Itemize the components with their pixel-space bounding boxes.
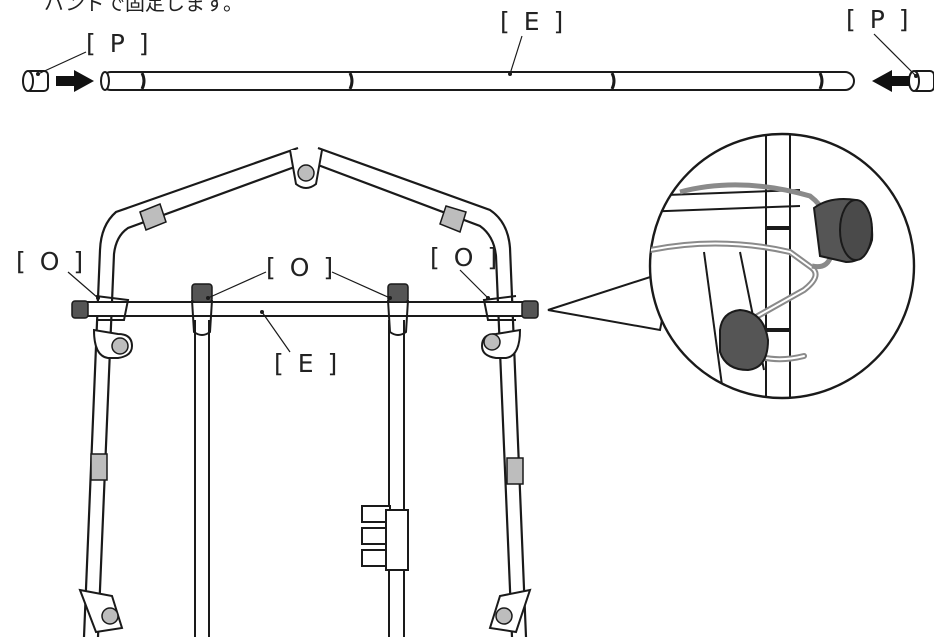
band-right-leg (506, 457, 524, 485)
leader-clip-center-a (207, 271, 267, 299)
clip-o-right (482, 295, 517, 321)
post-band (385, 509, 409, 571)
clip-o-post-left (191, 299, 213, 336)
label-cap-right: [ P ] (846, 5, 911, 34)
arrow-right-icon (56, 70, 94, 92)
band-right-arch (439, 205, 467, 234)
clip-left-leg-1-knob (111, 337, 129, 355)
clip-right-bottom-knob (495, 607, 513, 625)
detail-callout (547, 132, 916, 400)
leader-clip-center-b (331, 271, 391, 299)
label-clip-left: [ O ] (16, 247, 86, 276)
pipe-joint-3 (610, 72, 616, 90)
frame-left-inner (96, 163, 301, 637)
leader-dot-crossbar-e (260, 310, 264, 314)
zoom-cap-top-face (839, 199, 873, 261)
leader-dot-cap-right (914, 74, 918, 78)
post-cap-right (387, 283, 409, 303)
arrow-left-icon (872, 70, 910, 92)
band-left-arch (139, 203, 167, 231)
frame-left-outer (82, 146, 299, 637)
leader-dot-pipe-e (508, 72, 512, 76)
frame-right-outer (317, 146, 528, 637)
clip-left-bottom-knob (101, 607, 119, 625)
clip-right-leg-1-knob (483, 333, 501, 351)
pipe-e (101, 71, 855, 91)
leader-pipe-e (509, 35, 523, 75)
label-crossbar-e: [ E ] (274, 349, 340, 378)
zoom-cap-bottom (719, 308, 770, 372)
leader-dot-clip-center-a (206, 296, 210, 300)
leader-cap-left (37, 51, 87, 75)
label-pipe-e: [ E ] (500, 7, 566, 36)
leader-clip-left (67, 271, 99, 299)
label-clip-center: [ O ] (266, 253, 336, 282)
callout-content (650, 134, 874, 398)
crossbar-cap-right (521, 300, 539, 319)
clip-o-left (95, 295, 130, 321)
pipe-joint-1 (140, 72, 146, 90)
leader-dot-clip-left (96, 296, 100, 300)
label-clip-right: [ O ] (430, 243, 500, 272)
leader-dot-clip-center-b (388, 296, 392, 300)
leader-crossbar-e (261, 311, 291, 353)
frame-right-inner (317, 163, 514, 637)
leader-cap-right (873, 33, 917, 77)
zoom-strut-a (703, 251, 725, 398)
crossbar-cap-left (71, 300, 89, 319)
zoom-rail-2 (650, 205, 801, 213)
leader-dot-clip-right (486, 296, 490, 300)
ridge-clip-knob (297, 164, 315, 182)
pipe-e-end-left (100, 71, 110, 91)
label-cap-left: [ P ] (86, 29, 151, 58)
post-clip-stack (361, 505, 409, 571)
pipe-joint-4 (818, 72, 824, 90)
band-left-leg (90, 453, 108, 481)
pipe-e-assembly: [ E ] [ P ] [ P ] (22, 5, 934, 92)
leader-clip-right (459, 269, 489, 299)
greenhouse-frame (78, 146, 532, 637)
leader-dot-cap-left (36, 72, 40, 76)
pipe-joint-2 (348, 72, 354, 90)
instruction-caption: バンドで固定します。 (44, 0, 243, 15)
crossbar-e (83, 301, 529, 317)
clip-o-post-right (387, 299, 409, 336)
end-cap-left-rim (22, 70, 34, 92)
crossbar-assembly: [ O ] [ O ] [ O ] [ E ] (16, 243, 539, 378)
